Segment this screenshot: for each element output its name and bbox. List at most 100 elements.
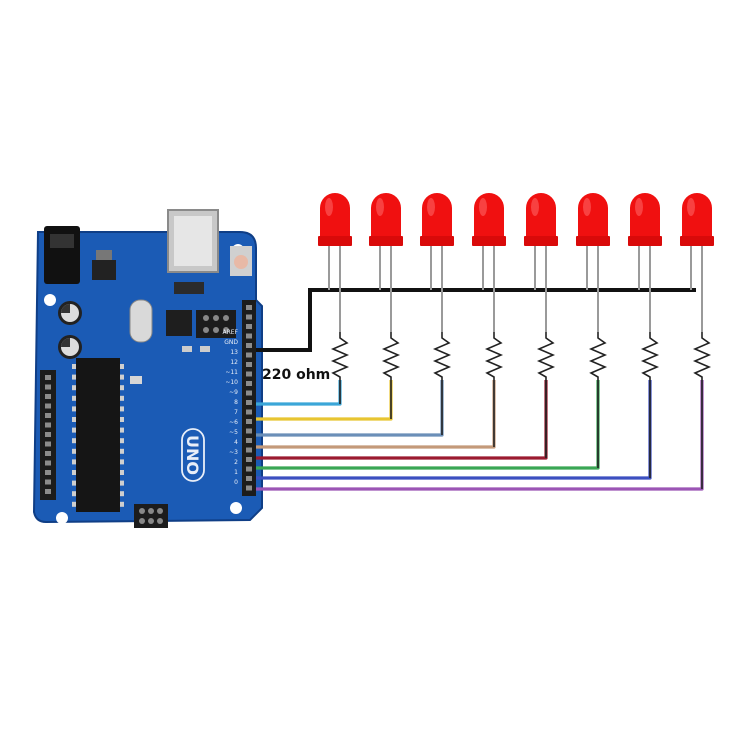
- digital-header: [242, 300, 256, 496]
- header-pin: [45, 384, 51, 390]
- header-pin: [246, 409, 252, 415]
- capacitor: [58, 335, 82, 359]
- resistor: [588, 332, 608, 468]
- header-pin: [45, 460, 51, 466]
- led-dome: [371, 193, 401, 238]
- header-pin: [45, 489, 51, 494]
- led-highlight: [531, 198, 539, 216]
- header-pin: [45, 432, 51, 437]
- chip-pin: [120, 501, 124, 507]
- chip-pin: [72, 470, 76, 475]
- pin-label: ~6: [229, 419, 238, 426]
- led-highlight: [325, 198, 333, 216]
- reset-button: [230, 246, 252, 276]
- led-dome: [682, 193, 712, 238]
- chip-pin: [72, 438, 76, 444]
- chip-pin: [72, 417, 76, 422]
- signal-wire: [256, 380, 496, 449]
- signal-wire: [256, 380, 393, 421]
- header-pin: [246, 400, 252, 405]
- resistor: [536, 332, 556, 458]
- header-pin: [45, 394, 51, 399]
- resistor: [432, 332, 452, 435]
- led-rim: [524, 236, 558, 246]
- led-dome: [578, 193, 608, 238]
- led-dome: [320, 193, 350, 238]
- led-dome: [630, 193, 660, 238]
- chip-pin: [72, 427, 76, 433]
- header-pin: [246, 419, 252, 424]
- leds: [318, 193, 714, 246]
- icsp-header-bottom: [134, 504, 168, 528]
- chip-pin: [72, 459, 76, 465]
- ground-wire: [256, 288, 696, 352]
- header-pin: [246, 352, 252, 358]
- header-pin: [246, 390, 252, 396]
- chip-pin: [120, 374, 124, 380]
- resistor: [330, 332, 350, 404]
- pin-label: GND: [224, 339, 238, 346]
- chip-pin: [72, 480, 76, 486]
- header-pin: [246, 476, 252, 481]
- pin-label: AREF: [222, 329, 238, 336]
- led-rim: [420, 236, 454, 246]
- header-pin: [246, 305, 252, 310]
- pin-label: ~3: [229, 449, 238, 456]
- led-legs: [328, 246, 703, 332]
- pin-label: ~9: [229, 389, 238, 396]
- header-pin: [246, 381, 252, 386]
- header-pin: [246, 362, 252, 367]
- chip-pin: [120, 417, 124, 422]
- header-pin: [45, 375, 51, 380]
- mounting-hole: [56, 512, 68, 524]
- header-pin: [246, 333, 252, 339]
- header-pin: [45, 413, 51, 418]
- pin-label: 2: [234, 459, 238, 466]
- header-pin: [246, 314, 252, 320]
- led-dome: [422, 193, 452, 238]
- smd-component: [174, 282, 204, 294]
- chip-pin: [120, 364, 124, 369]
- header-pin: [45, 470, 51, 475]
- chip-pin: [72, 406, 76, 412]
- pin-label: ~11: [225, 369, 238, 376]
- chip-pin: [120, 448, 124, 454]
- resistor: [484, 332, 504, 447]
- chip-pin: [120, 480, 124, 486]
- resistor: [381, 332, 401, 419]
- header-pin: [246, 343, 252, 348]
- red-led: [628, 193, 662, 246]
- dc-power-jack: [44, 226, 80, 284]
- header-pin: [246, 447, 252, 453]
- resistor-value-label: 220 ohm: [262, 367, 330, 383]
- header-pin: [45, 403, 51, 409]
- signal-wire: [256, 380, 444, 437]
- chip-pin: [72, 395, 76, 401]
- chip-pin: [120, 438, 124, 444]
- pin-label: 4: [234, 439, 238, 446]
- red-led: [680, 193, 714, 246]
- pin-label: 0: [234, 479, 238, 486]
- led-dome: [526, 193, 556, 238]
- chip-pin: [72, 385, 76, 391]
- red-led: [420, 193, 454, 246]
- header-pin: [246, 438, 252, 443]
- header-pin: [45, 479, 51, 485]
- chip-pin: [72, 374, 76, 380]
- chip-pin: [120, 427, 124, 433]
- pin-label: ~5: [229, 429, 238, 436]
- signal-wire: [256, 380, 652, 480]
- red-led: [318, 193, 352, 246]
- chip-pin: [120, 491, 124, 497]
- led-rim: [318, 236, 352, 246]
- led-rim: [628, 236, 662, 246]
- header-pin: [246, 457, 252, 462]
- usb-connector: [167, 209, 219, 273]
- led-highlight: [479, 198, 487, 216]
- led-rim: [472, 236, 506, 246]
- led-highlight: [376, 198, 384, 216]
- header-pin: [246, 371, 252, 377]
- led-highlight: [687, 198, 695, 216]
